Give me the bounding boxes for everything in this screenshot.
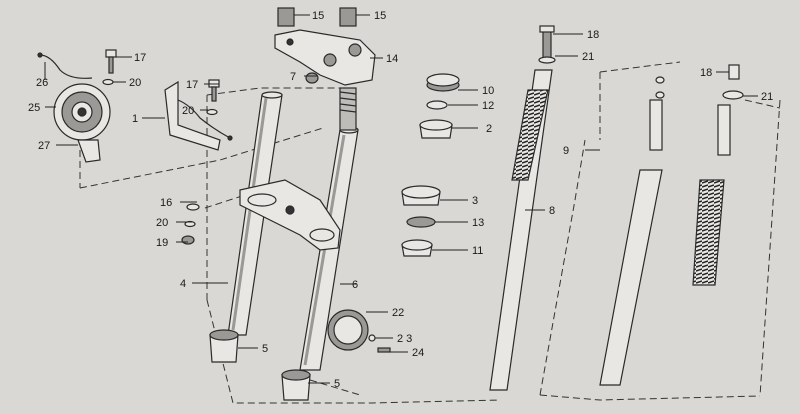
dashed-outlines xyxy=(79,61,781,404)
callout-4: 4 xyxy=(180,278,186,290)
callout-15b: 15 xyxy=(374,10,386,22)
callout-27: 27 xyxy=(38,140,50,152)
horn-bracket xyxy=(164,80,233,151)
callout-21a: 21 xyxy=(582,51,594,63)
callout-17b: 17 xyxy=(186,79,198,91)
callout-10: 10 xyxy=(482,85,494,97)
callout-17a: 17 xyxy=(134,52,146,64)
callout-18a: 18 xyxy=(587,29,599,41)
leader-lines xyxy=(44,14,758,384)
callout-19: 19 xyxy=(156,237,168,249)
callout-labels: 15 15 14 17 20 26 25 27 17 20 1 7 10 12 … xyxy=(28,10,773,390)
callout-21b: 21 xyxy=(761,91,773,103)
bearing-stack xyxy=(401,73,460,257)
callout-11: 11 xyxy=(472,245,483,257)
fork-leg-right xyxy=(299,87,359,371)
callout-15a: 15 xyxy=(312,10,324,22)
damper-cover xyxy=(327,309,391,353)
inner-tube xyxy=(489,25,556,391)
callout-5a: 5 xyxy=(262,343,268,355)
callout-26: 26 xyxy=(36,77,48,89)
callout-23: 2 3 xyxy=(397,333,412,345)
callout-20b: 20 xyxy=(182,105,194,117)
callout-22: 22 xyxy=(392,307,404,319)
bolt-17-group xyxy=(105,49,220,102)
damper-rod-assembly xyxy=(599,64,744,386)
callout-5b: 5 xyxy=(334,378,340,390)
callout-3: 3 xyxy=(472,195,478,207)
callout-12: 12 xyxy=(482,100,494,112)
callout-18b: 18 xyxy=(700,67,712,79)
callout-8: 8 xyxy=(549,205,555,217)
callout-2: 2 xyxy=(486,123,492,135)
callout-16: 16 xyxy=(160,197,172,209)
callout-20c: 20 xyxy=(156,217,168,229)
callout-13: 13 xyxy=(472,217,484,229)
fork-leg-left xyxy=(227,91,283,336)
callout-14: 14 xyxy=(386,53,398,65)
lower-yoke xyxy=(239,179,341,251)
callout-25: 25 xyxy=(28,102,40,114)
callout-9: 9 xyxy=(563,145,569,157)
nut-7 xyxy=(305,72,319,84)
callout-20a: 20 xyxy=(129,77,141,89)
horn-assembly xyxy=(37,52,111,163)
top-bracket xyxy=(274,7,376,86)
callout-6: 6 xyxy=(352,279,358,291)
callout-1: 1 xyxy=(132,113,138,125)
callout-24: 24 xyxy=(412,347,424,359)
callout-7: 7 xyxy=(290,71,296,83)
rubber-boots xyxy=(209,329,311,401)
